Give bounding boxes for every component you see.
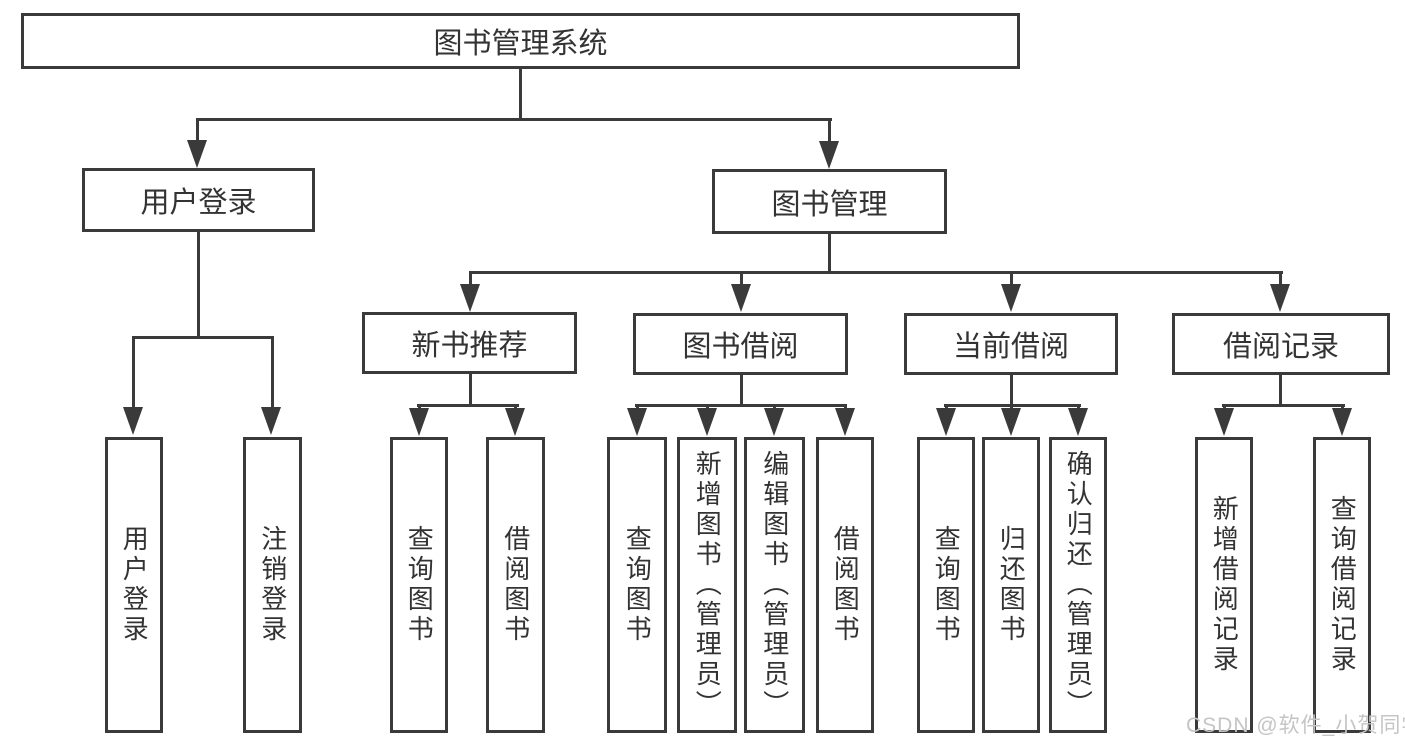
node-root: 图书管理系统 — [21, 13, 1020, 69]
connector — [1010, 374, 1013, 407]
leaf-query-book-rec-label: 查询图书 — [404, 525, 435, 645]
connector — [196, 118, 832, 121]
arrowhead-icon — [123, 407, 143, 435]
arrowhead-icon — [936, 408, 956, 436]
leaf-edit-book-admin-label: 编辑图书（管理员） — [759, 450, 790, 720]
leaf-query-borrow-record: 查询借阅记录 — [1313, 437, 1371, 733]
node-book-borrow: 图书借阅 — [633, 313, 848, 375]
arrowhead-icon — [1332, 408, 1352, 436]
arrowhead-icon — [731, 284, 751, 312]
leaf-query-book-borrow: 查询图书 — [607, 437, 667, 733]
arrowhead-icon — [1270, 284, 1290, 312]
arrowhead-icon — [627, 408, 647, 436]
leaf-user-login: 用户登录 — [105, 437, 163, 733]
connector — [271, 336, 274, 411]
node-user-login-label: 用户登录 — [140, 187, 257, 219]
connector — [828, 118, 831, 144]
connector — [828, 234, 831, 274]
node-current-borrow: 当前借阅 — [904, 313, 1118, 375]
leaf-borrow-book-borrow-label: 借阅图书 — [830, 525, 861, 645]
arrowhead-icon — [764, 408, 784, 436]
leaf-confirm-return-admin: 确认归还（管理员） — [1049, 437, 1107, 733]
leaf-query-book-current-label: 查询图书 — [931, 525, 962, 645]
arrowhead-icon — [409, 408, 429, 436]
connector — [417, 404, 519, 407]
leaf-add-borrow-record: 新增借阅记录 — [1195, 437, 1253, 733]
node-book-mgmt-label: 图书管理 — [771, 188, 888, 221]
leaf-borrow-book-borrow: 借阅图书 — [816, 437, 874, 733]
connector — [469, 374, 472, 407]
connector — [740, 271, 743, 287]
arrowhead-icon — [460, 284, 480, 312]
leaf-user-login-label: 用户登录 — [119, 525, 150, 645]
node-book-borrow-label: 图书借阅 — [682, 331, 799, 363]
connector — [197, 232, 200, 339]
leaf-add-book-admin: 新增图书（管理员） — [677, 437, 737, 733]
leaf-add-borrow-record-label: 新增借阅记录 — [1209, 495, 1240, 675]
connector — [635, 404, 846, 407]
leaf-return-book: 归还图书 — [982, 437, 1040, 733]
arrowhead-icon — [835, 408, 855, 436]
leaf-query-book-rec: 查询图书 — [390, 437, 448, 733]
node-new-book-rec: 新书推荐 — [362, 312, 577, 374]
connector — [1222, 404, 1345, 407]
connector — [469, 271, 472, 287]
connector — [1279, 374, 1282, 407]
arrowhead-icon — [697, 408, 717, 436]
node-borrow-record-label: 借阅记录 — [1222, 331, 1339, 363]
leaf-query-borrow-record-label: 查询借阅记录 — [1327, 495, 1358, 675]
leaf-query-book-borrow-label: 查询图书 — [622, 525, 653, 645]
connector — [740, 374, 743, 407]
connector — [1279, 271, 1282, 287]
connector — [132, 336, 274, 339]
arrowhead-icon — [261, 407, 281, 435]
connector — [196, 118, 199, 144]
leaf-borrow-book-rec: 借阅图书 — [486, 437, 545, 733]
node-root-label: 图书管理系统 — [433, 28, 608, 60]
node-book-mgmt: 图书管理 — [712, 169, 947, 234]
arrowhead-icon — [819, 141, 839, 169]
leaf-query-book-current: 查询图书 — [917, 437, 975, 733]
node-current-borrow-label: 当前借阅 — [952, 331, 1069, 363]
leaf-logout-label: 注销登录 — [257, 525, 288, 645]
node-new-book-rec-label: 新书推荐 — [411, 330, 528, 362]
arrowhead-icon — [1001, 284, 1021, 312]
connector — [132, 336, 135, 411]
csdn-watermark: CSDN @软件_小贺同学 — [1186, 714, 1405, 737]
leaf-edit-book-admin: 编辑图书（管理员） — [744, 437, 805, 733]
leaf-confirm-return-admin-label: 确认归还（管理员） — [1063, 450, 1094, 720]
arrowhead-icon — [1068, 408, 1088, 436]
leaf-return-book-label: 归还图书 — [996, 525, 1027, 645]
arrowhead-icon — [1001, 408, 1021, 436]
arrowhead-icon — [505, 408, 525, 436]
connector — [519, 69, 522, 121]
connector — [469, 271, 1283, 274]
arrowhead-icon — [1214, 408, 1234, 436]
connector — [1010, 271, 1013, 287]
leaf-borrow-book-rec-label: 借阅图书 — [500, 525, 531, 645]
arrowhead-icon — [187, 140, 207, 168]
leaf-add-book-admin-label: 新增图书（管理员） — [692, 450, 723, 720]
leaf-logout: 注销登录 — [243, 437, 302, 733]
node-borrow-record: 借阅记录 — [1172, 313, 1390, 375]
node-user-login: 用户登录 — [82, 168, 315, 232]
